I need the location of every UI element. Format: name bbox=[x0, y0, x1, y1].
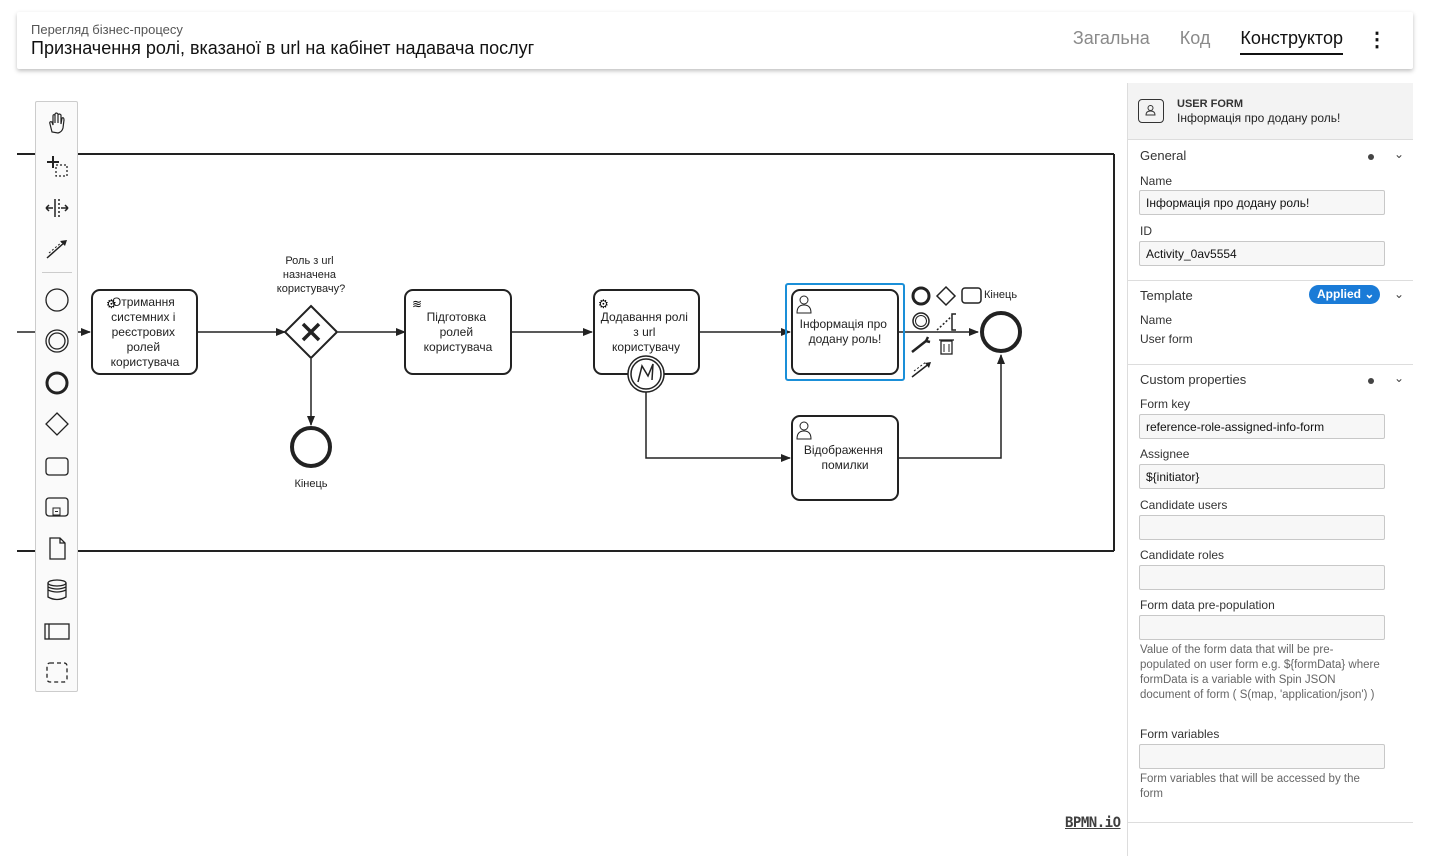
change-type-wrench-icon bbox=[911, 336, 931, 353]
group-custom-dot-icon bbox=[1368, 378, 1374, 384]
group-general-dot-icon bbox=[1368, 154, 1374, 160]
space-tool-icon[interactable] bbox=[43, 194, 71, 222]
start-event-icon[interactable] bbox=[43, 286, 71, 314]
chevron-down-icon[interactable]: ⌄ bbox=[1394, 287, 1405, 301]
delete-trash-icon bbox=[939, 339, 954, 355]
selection-outline bbox=[785, 283, 905, 381]
tab-general[interactable]: Загальна bbox=[1072, 28, 1150, 48]
svg-text:Додавання ролі з url: Додавання ролі з url користувачу bbox=[601, 310, 691, 354]
applied-badge-label: Applied bbox=[1317, 287, 1361, 301]
tab-constructor[interactable]: Конструктор bbox=[1240, 28, 1343, 55]
group-icon[interactable] bbox=[43, 658, 71, 686]
form-key-field[interactable] bbox=[1139, 414, 1385, 439]
svg-text:Відображення помилки: Відображення помилки bbox=[804, 443, 886, 472]
exclusive-gateway[interactable]: Роль з url назначена користувачу? bbox=[277, 255, 345, 360]
candidate-roles-field[interactable] bbox=[1139, 565, 1385, 590]
id-label: ID bbox=[1140, 224, 1152, 238]
user-form-icon bbox=[1138, 99, 1164, 123]
element-kind: USER FORM bbox=[1177, 98, 1243, 110]
pool-icon[interactable] bbox=[43, 617, 71, 645]
bpmn-diagram[interactable]: ⚙ Отримання системних і реєстрових ролей… bbox=[0, 80, 1126, 856]
chevron-down-icon: ⌄ bbox=[1364, 287, 1375, 301]
properties-panel: USER FORM Інформація про додану роль! Ge… bbox=[1127, 83, 1413, 856]
gateway-icon[interactable] bbox=[43, 410, 71, 438]
end-event-1[interactable]: Кінець bbox=[290, 426, 332, 490]
page-title: Призначення ролі, вказаної в url на кабі… bbox=[31, 38, 535, 58]
chevron-down-icon[interactable]: ⌄ bbox=[1394, 147, 1405, 161]
form-variables-field[interactable] bbox=[1139, 744, 1385, 769]
name-label: Name bbox=[1140, 174, 1173, 188]
gateway-label: Роль з url назначена користувачу? bbox=[277, 255, 345, 295]
tab-code[interactable]: Код bbox=[1179, 28, 1211, 48]
user-task-icon bbox=[796, 295, 812, 314]
tool-palette bbox=[35, 101, 78, 692]
form-variables-label: Form variables bbox=[1140, 727, 1220, 741]
svg-text:Кінець: Кінець bbox=[984, 289, 1017, 301]
context-pad[interactable]: Кінець bbox=[911, 285, 1017, 378]
form-key-label: Form key bbox=[1140, 397, 1191, 411]
connect-arrow-icon bbox=[911, 361, 931, 378]
append-end-event-icon bbox=[911, 286, 931, 306]
group-template: Template Applied ⌄ ⌄ Name User form bbox=[1128, 281, 1413, 365]
form-variables-hint: Form variables that will be accessed by … bbox=[1140, 773, 1360, 800]
group-custom-properties: Custom properties ⌄ Form key Assignee Ca… bbox=[1128, 365, 1413, 823]
append-task-icon bbox=[961, 287, 982, 304]
candidate-roles-label: Candidate roles bbox=[1140, 548, 1225, 562]
user-task-icon bbox=[796, 421, 812, 440]
task-add-role[interactable]: ⚙ Додавання ролі з url користувачу bbox=[593, 289, 700, 375]
prepopulation-field[interactable] bbox=[1139, 615, 1385, 640]
element-name: Інформація про додану роль! bbox=[1177, 111, 1341, 125]
template-name-value: User form bbox=[1140, 332, 1193, 346]
tab-bar: Загальна Код Конструктор bbox=[1073, 28, 1343, 55]
task-icon[interactable] bbox=[43, 452, 71, 480]
assignee-field[interactable] bbox=[1139, 464, 1385, 489]
task-info-added-role[interactable]: Інформація про додану роль! bbox=[785, 283, 905, 381]
prepopulation-label: Form data pre-population bbox=[1140, 598, 1275, 612]
prepopulation-hint: Value of the form data that will be pre-… bbox=[1140, 644, 1380, 701]
palette-separator bbox=[42, 272, 72, 273]
panel-header: USER FORM Інформація про додану роль! bbox=[1128, 83, 1413, 140]
service-task-icon: ⚙ bbox=[598, 297, 609, 311]
template-name-label: Name bbox=[1140, 313, 1173, 327]
group-template-title[interactable]: Template bbox=[1140, 288, 1193, 303]
task-get-system-roles[interactable]: ⚙ Отримання системних і реєстрових ролей… bbox=[91, 289, 198, 375]
task-show-error[interactable]: Відображення помилки bbox=[791, 415, 899, 501]
group-general-title[interactable]: General bbox=[1140, 148, 1187, 163]
page-subtitle: Перегляд бізнес-процесу bbox=[31, 22, 183, 37]
svg-text:Кінець: Кінець bbox=[294, 478, 327, 490]
end-event-main[interactable] bbox=[980, 311, 1022, 353]
append-text-annotation-icon bbox=[936, 315, 953, 331]
chevron-down-icon[interactable]: ⌄ bbox=[1394, 371, 1405, 385]
applied-badge[interactable]: Applied ⌄ bbox=[1309, 285, 1381, 304]
error-icon bbox=[637, 363, 654, 383]
boundary-error-event[interactable] bbox=[627, 355, 665, 393]
assignee-label: Assignee bbox=[1140, 447, 1190, 461]
script-task-icon: ≋ bbox=[412, 297, 422, 311]
connect-tool-icon[interactable] bbox=[43, 235, 71, 263]
end-event-icon[interactable] bbox=[43, 369, 71, 397]
name-field[interactable] bbox=[1139, 190, 1385, 215]
data-store-icon[interactable] bbox=[43, 576, 71, 604]
svg-text:Підготовка ролей к: Підготовка ролей користувача bbox=[424, 310, 493, 354]
bpmn-io-logo[interactable]: BPMN.iO bbox=[1065, 815, 1121, 831]
more-menu-icon[interactable]: ⋮ bbox=[1367, 29, 1387, 51]
svg-text:Інформація про додану ро: Інформація про додану роль! bbox=[800, 317, 891, 346]
append-gateway-icon bbox=[935, 285, 957, 307]
candidate-users-field[interactable] bbox=[1139, 515, 1385, 540]
hand-tool-icon[interactable] bbox=[43, 110, 71, 138]
id-field[interactable] bbox=[1139, 241, 1385, 266]
group-general: General ⌄ Name ID bbox=[1128, 140, 1413, 281]
lasso-tool-icon[interactable] bbox=[43, 152, 71, 180]
task-prepare-roles[interactable]: ≋ Підготовка ролей користувача bbox=[404, 289, 512, 375]
data-object-icon[interactable] bbox=[43, 534, 71, 562]
intermediate-event-icon[interactable] bbox=[43, 327, 71, 355]
candidate-users-label: Candidate users bbox=[1140, 498, 1228, 512]
group-custom-title[interactable]: Custom properties bbox=[1140, 372, 1247, 387]
subprocess-icon[interactable] bbox=[43, 493, 71, 521]
svg-text:Отримання системних і: Отримання системних і реєстрових ролей к… bbox=[111, 295, 180, 369]
page-header: Перегляд бізнес-процесу Призначення ролі… bbox=[17, 12, 1413, 69]
service-task-icon: ⚙ bbox=[106, 297, 117, 311]
